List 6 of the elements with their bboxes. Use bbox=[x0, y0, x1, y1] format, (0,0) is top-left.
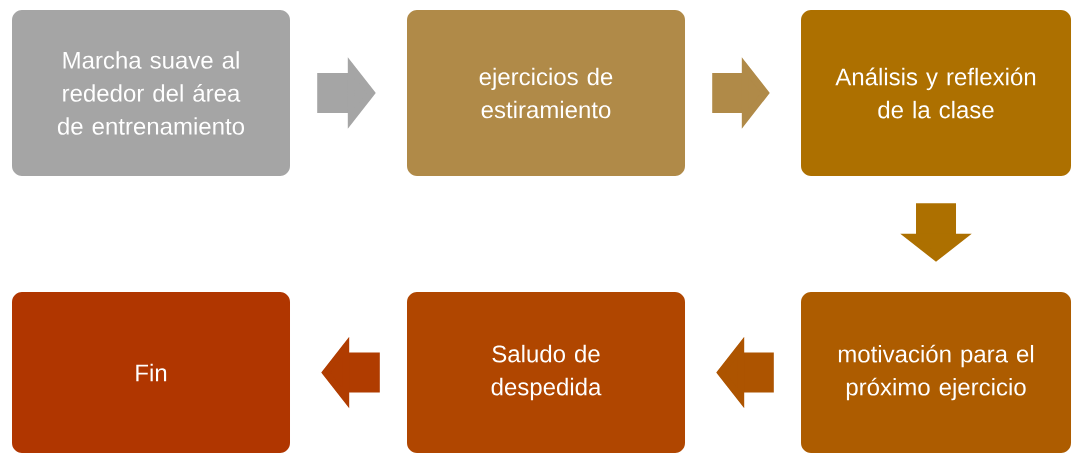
process-box: Saludo de despedida bbox=[407, 292, 685, 453]
process-box: Análisis y reflexión de la clase bbox=[801, 10, 1071, 176]
process-box: motivación para el próximo ejercicio bbox=[801, 292, 1071, 453]
process-box: Fin bbox=[12, 292, 290, 453]
process-box: Marcha suave al rededor del área de entrenamiento bbox=[12, 10, 290, 176]
process-box: ejercicios de estiramiento bbox=[407, 10, 685, 176]
